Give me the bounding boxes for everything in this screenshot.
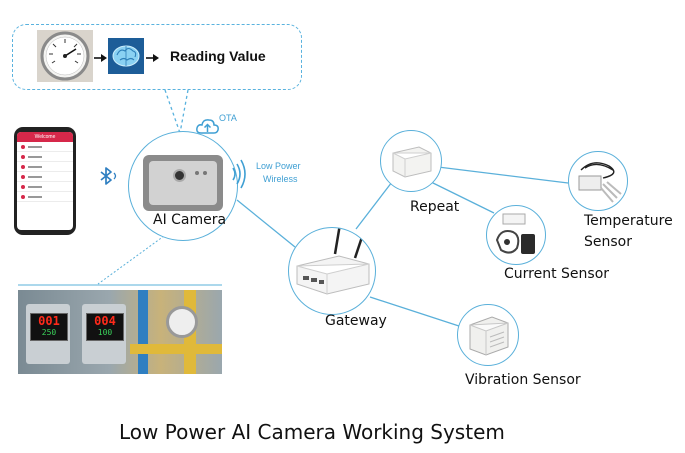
gauge-installation-photo: 001 250 004 100 [18,290,222,374]
diagram-caption: Low Power AI Camera Working System [119,420,505,444]
ai-camera-device [143,155,223,211]
repeat-label: Repeat [410,199,460,215]
brain-icon [108,38,144,74]
ai-camera-node [128,131,238,241]
digital-display: 004 100 [86,313,124,341]
gateway-node [288,227,376,315]
cloud-upload-icon [195,116,221,141]
low-power-wireless-line1: Low Power [256,161,301,171]
wireless-signal-icon [229,159,249,194]
vibration-sensor-label: Vibration Sensor [465,372,581,388]
ai-camera-label: AI Camera [153,212,227,228]
reading-callout [12,24,302,90]
bluetooth-icon [97,164,121,193]
low-power-wireless-line2: Wireless [263,174,298,184]
arrow-right-icon [94,50,107,68]
repeat-node [380,130,442,192]
gauge-image [37,30,93,82]
current-sensor-node [486,205,546,265]
reading-value-label: Reading Value [170,48,266,64]
current-sensor-label: Current Sensor [504,266,610,282]
temperature-sensor-node [568,151,628,211]
ota-label: OTA [219,113,237,123]
arrow-right-icon [146,50,159,68]
temperature-sensor-label-line2: Sensor [584,234,632,250]
gateway-label: Gateway [325,313,387,329]
app-header: Welcome [17,132,73,142]
vibration-sensor-node [457,304,519,366]
digital-display: 001 250 [30,313,68,341]
smartphone-app: Welcome [14,127,76,235]
temperature-sensor-label-line1: Temperature [584,213,673,229]
